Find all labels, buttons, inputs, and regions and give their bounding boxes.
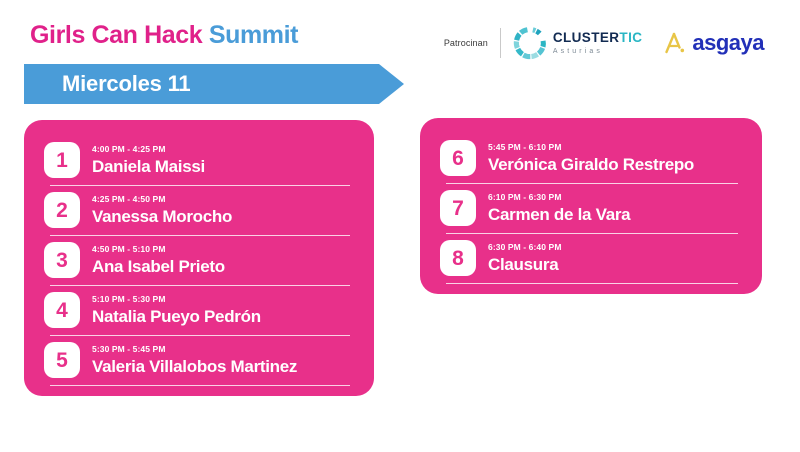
session-speaker-name: Vanessa Morocho — [92, 206, 233, 226]
day-banner-label: Miercoles 11 — [62, 71, 191, 96]
clustertic-circle-icon — [513, 26, 547, 60]
session-row[interactable]: 7 6:10 PM - 6:30 PM Carmen de la Vara — [440, 184, 742, 233]
session-number-badge: 3 — [44, 242, 80, 278]
session-number-badge: 5 — [44, 342, 80, 378]
session-time: 5:10 PM - 5:30 PM — [92, 293, 166, 304]
title-primary: Girls Can Hack — [30, 21, 203, 49]
day-banner-arrow-shape — [24, 64, 404, 104]
session-number-badge: 8 — [440, 240, 476, 276]
session-row[interactable]: 1 4:00 PM - 4:25 PM Daniela Maissi — [44, 136, 354, 185]
session-number-badge: 7 — [440, 190, 476, 226]
clustertic-subtitle: Asturias — [552, 47, 603, 55]
sponsor-bar: Patrocinan — [444, 26, 764, 60]
session-speaker-name: Verónica Giraldo Restrepo — [488, 154, 695, 174]
sponsor-label: Patrocinan — [443, 38, 488, 48]
session-info: 4:50 PM - 5:10 PM Ana Isabel Prieto — [92, 244, 225, 277]
session-time: 4:50 PM - 5:10 PM — [92, 243, 166, 254]
session-row[interactable]: 5 5:30 PM - 5:45 PM Valeria Villalobos Mar… — [44, 336, 354, 385]
session-info: 5:45 PM - 6:10 PM Verónica Giraldo Restre… — [488, 142, 694, 175]
clustertic-logo[interactable]: CLUSTERTIC Asturias — [513, 26, 643, 60]
session-speaker-name: Ana Isabel Prieto — [92, 256, 225, 276]
session-divider — [50, 335, 350, 336]
session-time: 6:30 PM - 6:40 PM — [488, 241, 562, 252]
session-divider — [446, 183, 738, 184]
session-divider — [50, 385, 350, 386]
session-time: 5:45 PM - 6:10 PM — [488, 141, 562, 152]
page-title: Girls Can Hack Summit — [30, 20, 298, 50]
session-divider — [50, 285, 350, 286]
vertical-divider — [499, 28, 501, 58]
session-info: 5:30 PM - 5:45 PM Valeria Villalobos Mart… — [92, 344, 297, 377]
session-info: 6:30 PM - 6:40 PM Clausura — [488, 242, 562, 275]
session-info: 5:10 PM - 5:30 PM Natalia Pueyo Pedrón — [92, 294, 261, 327]
clustertic-word-main: CLUSTER — [552, 30, 620, 46]
session-time: 6:10 PM - 6:30 PM — [488, 191, 562, 202]
session-row[interactable]: 8 6:30 PM - 6:40 PM Clausura — [440, 234, 742, 283]
schedule-card-right: 6 5:45 PM - 6:10 PM Verónica Giraldo Restr… — [420, 118, 762, 294]
session-speaker-name: Daniela Maissi — [92, 156, 205, 176]
session-row[interactable]: 2 4:25 PM - 4:50 PM Vanessa Morocho — [44, 186, 354, 235]
session-info: 4:25 PM - 4:50 PM Vanessa Morocho — [92, 194, 232, 227]
title-secondary: Summit — [208, 21, 299, 49]
session-time: 4:25 PM - 4:50 PM — [92, 193, 166, 204]
session-speaker-name: Carmen de la Vara — [488, 204, 631, 224]
page-header: Girls Can Hack Summit Patrocinan — [0, 0, 800, 62]
clustertic-word-accent: TIC — [619, 30, 643, 46]
session-row[interactable]: 6 5:45 PM - 6:10 PM Verónica Giraldo Restr… — [440, 134, 742, 183]
session-list-left: 1 4:00 PM - 4:25 PM Daniela Maissi 2 4:25 PM… — [44, 136, 354, 386]
session-time: 4:00 PM - 4:25 PM — [92, 143, 166, 154]
asgaya-wordmark: asgaya — [692, 30, 764, 55]
session-number-badge: 4 — [44, 292, 80, 328]
session-number-badge: 6 — [440, 140, 476, 176]
day-banner: Miercoles 11 — [24, 64, 404, 104]
session-number-badge: 2 — [44, 192, 80, 228]
session-divider — [446, 233, 738, 234]
session-divider — [50, 185, 350, 186]
session-divider — [446, 283, 738, 284]
session-row[interactable]: 4 5:10 PM - 5:30 PM Natalia Pueyo Pedrón — [44, 286, 354, 335]
session-divider — [50, 235, 350, 236]
session-speaker-name: Clausura — [488, 254, 559, 274]
session-number-badge: 1 — [44, 142, 80, 178]
session-row[interactable]: 3 4:50 PM - 5:10 PM Ana Isabel Prieto — [44, 236, 354, 285]
clustertic-wordmark: CLUSTERTIC Asturias — [553, 31, 643, 55]
session-list-right: 6 5:45 PM - 6:10 PM Verónica Giraldo Restr… — [440, 134, 742, 284]
schedule-card-left: 1 4:00 PM - 4:25 PM Daniela Maissi 2 4:25 PM… — [24, 120, 374, 396]
session-speaker-name: Natalia Pueyo Pedrón — [92, 306, 261, 326]
session-info: 6:10 PM - 6:30 PM Carmen de la Vara — [488, 191, 631, 225]
session-time: 5:30 PM - 5:45 PM — [92, 343, 166, 354]
session-speaker-name: Valeria Villalobos Martinez — [92, 356, 298, 376]
session-info: 4:00 PM - 4:25 PM Daniela Maissi — [92, 144, 205, 177]
asgaya-a-mark-icon — [662, 30, 688, 56]
asgaya-logo[interactable]: asgaya — [662, 30, 764, 56]
